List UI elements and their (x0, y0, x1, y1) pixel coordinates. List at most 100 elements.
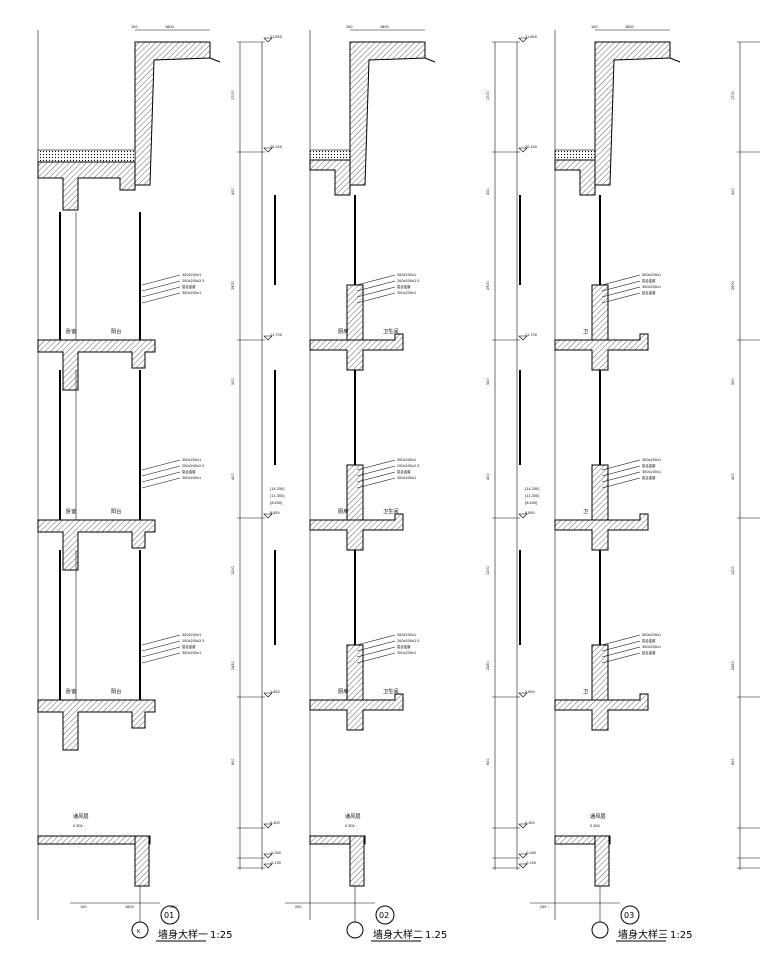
dim-text: 400 (731, 474, 735, 480)
top-dim-text: 1800 (380, 25, 389, 29)
level-value: 20.150 (525, 145, 537, 149)
top-dim-text: 100 (346, 25, 352, 29)
roof-insulation (37, 149, 136, 163)
callout-leader (601, 280, 641, 292)
wall-detail-02: 300x200x1200x200x2.5铝合金窗300x200x1300x200… (274, 25, 540, 942)
base-label: 通风层 (590, 812, 606, 820)
callout-leader (356, 465, 396, 477)
level-value: 21.650 (525, 35, 537, 39)
foundation-wall (349, 835, 365, 887)
level-value: -0.150 (270, 861, 281, 865)
callout-leader (601, 459, 641, 471)
callout-text: 铝合金窗 (642, 638, 656, 643)
callout-leader (141, 477, 181, 489)
bottom-dim-text: 200 (540, 905, 546, 909)
room-label: 卫 (583, 508, 588, 515)
bottom-dim-text: 1800 (125, 905, 134, 909)
level-value: 0.300 (525, 821, 535, 825)
dim-text: 2450 (486, 661, 490, 670)
callout-text: 300x200x1 (642, 470, 661, 474)
dim-text: 1200 (731, 566, 735, 575)
room-label: 卧室 (66, 507, 76, 515)
base-label: 通风层 (73, 812, 89, 820)
axis-bubble (591, 921, 609, 939)
detail-number: 02 (379, 911, 389, 920)
level-marker (263, 335, 273, 341)
dim-text: 600 (231, 759, 235, 765)
room-label: 卧室 (66, 327, 76, 335)
spandrel-wall (346, 644, 364, 701)
dim-text: 400 (486, 474, 490, 480)
callout-text: 300x200x1 (397, 476, 416, 480)
callout-leader (141, 274, 181, 286)
level-value: 20.150 (270, 145, 282, 149)
floor-slab (309, 333, 404, 371)
callout-text: 300x200x1 (397, 458, 416, 462)
bottom-dim-text: 200 (295, 905, 301, 909)
level-marker (263, 692, 273, 698)
floor-slab (309, 693, 404, 731)
callout-text: 300x200x1 (397, 291, 416, 295)
level-value: 2.850 (270, 690, 280, 694)
parapet-drip (669, 57, 681, 63)
callout-text: 200x200x2.5 (182, 464, 204, 468)
level-alt-value: [11.350] (525, 494, 540, 498)
detail-number-bubble (375, 905, 395, 925)
level-marker (263, 513, 273, 519)
top-dim-text: 100 (131, 25, 137, 29)
floor-slab (554, 513, 649, 551)
callout-text: 铝合金窗 (397, 644, 411, 649)
callout-leader (141, 634, 181, 646)
room-label: 阳台 (111, 507, 121, 515)
callout-leader (356, 477, 396, 489)
callout-text: 300x200x1 (182, 458, 201, 462)
callout-leader (356, 471, 396, 483)
level-marker (263, 823, 273, 829)
callout-text: 200x200x2.5 (182, 639, 204, 643)
dim-text: 600 (731, 759, 735, 765)
callout-text: 铝合金窗 (642, 463, 656, 468)
level-value: 8.850 (270, 511, 280, 515)
detail-number: 03 (624, 911, 634, 920)
top-dim-text: 100 (591, 25, 597, 29)
dim-text: 1200 (231, 566, 235, 575)
level-marker (518, 692, 528, 698)
dim-text: 2900 (486, 281, 490, 290)
detail-number-bubble (160, 905, 180, 925)
parapet (594, 41, 671, 186)
roof-slab (309, 159, 351, 196)
dim-text: 600 (486, 759, 490, 765)
base-label: 通风层 (345, 812, 361, 820)
detail-title: 墙身大样一 (158, 928, 208, 941)
level-value: 0.300 (270, 821, 280, 825)
room-label: 卫生间 (383, 507, 399, 515)
level-alt-value: [14.250] (525, 487, 540, 491)
callout-leader (601, 292, 641, 304)
level-value: 21.650 (270, 35, 282, 39)
callout-leader (601, 646, 641, 658)
callout-text: 铝合金窗 (182, 284, 196, 289)
axis-bubble (346, 921, 364, 939)
floor-slab (37, 339, 156, 391)
callout-leader (356, 640, 396, 652)
floor-slab (37, 699, 156, 751)
callout-text: 铝合金窗 (642, 475, 656, 480)
base-value: 0.300 (73, 824, 83, 828)
callout-text: 300x200x1 (182, 476, 201, 480)
callout-leader (601, 640, 641, 652)
level-value: -0.150 (525, 861, 536, 865)
level-value: 11.750 (525, 333, 537, 337)
spandrel-wall (591, 644, 609, 701)
callout-leader (601, 286, 641, 298)
roof-insulation (309, 149, 351, 161)
room-label: 卫生间 (383, 327, 399, 335)
callout-text: 200x200x2.5 (182, 279, 204, 283)
callout-leader (141, 459, 181, 471)
callout-text: 铝合金窗 (182, 469, 196, 474)
level-marker (263, 147, 273, 153)
callout-text: 铝合金窗 (642, 290, 656, 295)
dim-text: 400 (231, 474, 235, 480)
level-alt-value: [8.450] (270, 501, 283, 505)
wall-detail-01: 300x200x1200x200x2.5铝合金窗300x200x1300x200… (37, 25, 285, 942)
